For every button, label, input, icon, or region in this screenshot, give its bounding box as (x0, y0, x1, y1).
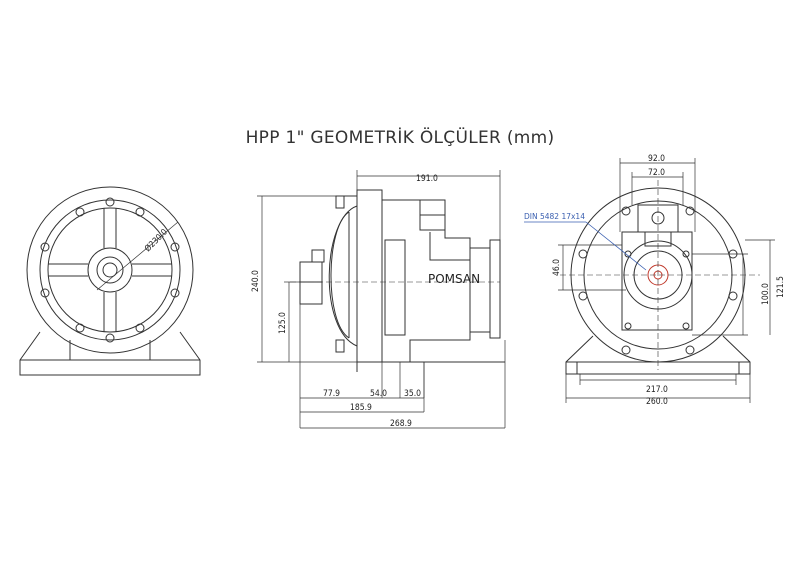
front-hub (87, 247, 133, 293)
label-right-w2: 72.0 (648, 168, 665, 178)
label-side-d5: 268.9 (390, 419, 412, 429)
front-flange-inner (39, 199, 181, 341)
label-right-h3: 121.5 (776, 276, 786, 298)
front-flange-outer (26, 186, 194, 354)
label-side-d3: 35.0 (404, 389, 421, 399)
label-side-d4: 185.9 (350, 403, 372, 413)
label-side-d2: 54.0 (370, 389, 387, 399)
label-side-top: 191.0 (416, 174, 438, 184)
label-right-h2: 100.0 (761, 283, 771, 305)
label-right-b1: 217.0 (646, 385, 668, 395)
side-dimensions (257, 170, 506, 429)
side-view (257, 170, 506, 429)
label-right-h1: 46.0 (552, 259, 562, 276)
label-right-w1: 92.0 (648, 154, 665, 164)
label-diameter: Ø230.0 (142, 227, 170, 255)
label-right-b2: 260.0 (646, 397, 668, 407)
label-din-note: DIN 5482 17x14 (524, 212, 585, 221)
side-flange (356, 189, 383, 363)
label-side-height: 240.0 (251, 270, 261, 292)
right-view (524, 158, 775, 403)
label-side-d1: 77.9 (323, 389, 340, 399)
front-view-left (19, 186, 201, 376)
drawing-title: HPP 1" GEOMETRİK ÖLÇÜLER (mm) (245, 128, 555, 148)
right-dimensions (558, 158, 775, 403)
label-side-shaft: 125.0 (278, 312, 288, 334)
label-brand: POMSAN (428, 272, 480, 286)
